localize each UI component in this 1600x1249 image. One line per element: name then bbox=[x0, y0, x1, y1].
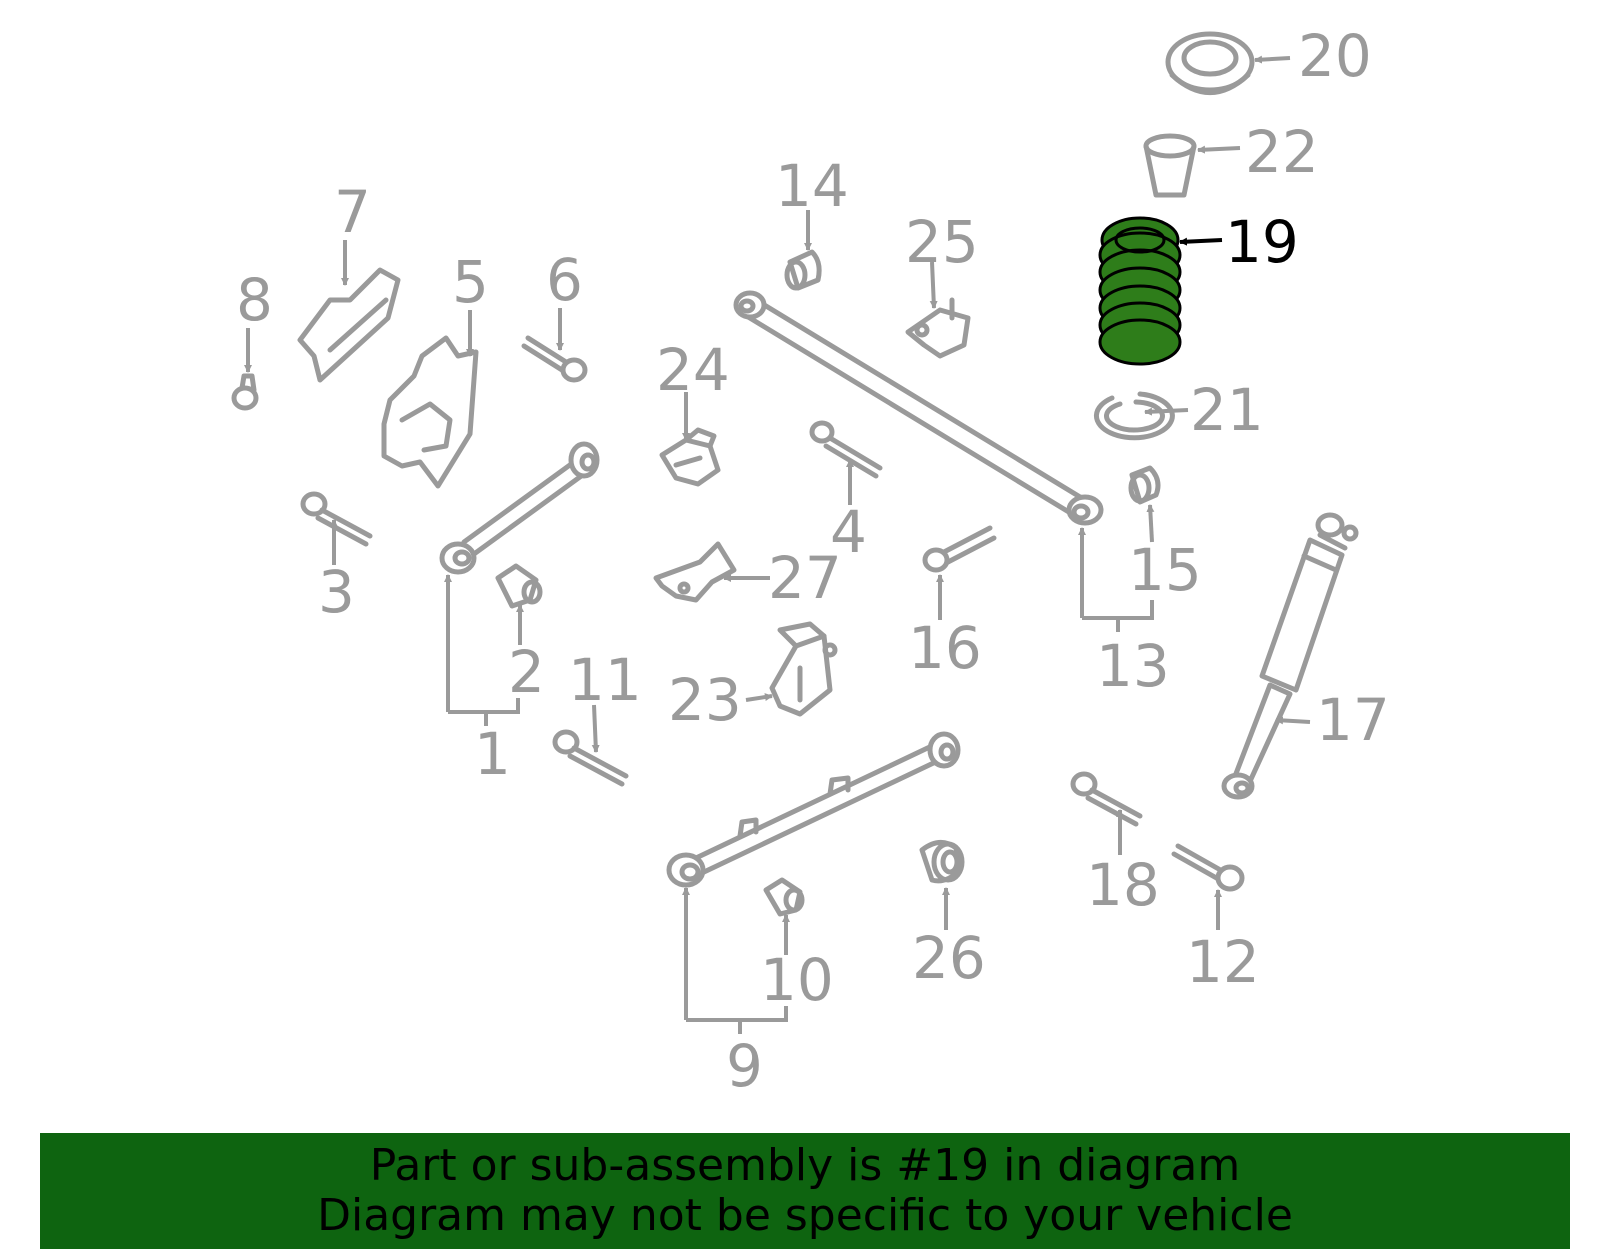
label-9: 9 bbox=[726, 1032, 763, 1100]
part-2-bushing[interactable] bbox=[495, 563, 543, 609]
part-23-bracket[interactable] bbox=[769, 621, 838, 717]
part-22-bump-stop[interactable] bbox=[1143, 133, 1197, 198]
leader-11 bbox=[591, 704, 600, 753]
part-4-bolt[interactable] bbox=[809, 420, 883, 479]
part-14-bushing[interactable] bbox=[784, 249, 822, 291]
label-23: 23 bbox=[668, 666, 742, 734]
label-8: 8 bbox=[236, 266, 273, 334]
label-15: 15 bbox=[1128, 536, 1202, 604]
part-11-bolt[interactable] bbox=[552, 729, 629, 787]
label-25: 25 bbox=[905, 208, 979, 276]
leader-20 bbox=[1254, 55, 1291, 64]
label-13: 13 bbox=[1096, 632, 1170, 700]
leader-15 bbox=[1146, 504, 1155, 543]
part-26-bushing[interactable] bbox=[919, 840, 965, 884]
part-5-bracket[interactable] bbox=[381, 335, 479, 489]
part-8-clip[interactable] bbox=[231, 373, 259, 411]
label-4: 4 bbox=[830, 498, 867, 566]
leader-9b bbox=[686, 1006, 788, 1022]
leader-19 bbox=[1179, 237, 1223, 246]
label-16: 16 bbox=[908, 614, 982, 682]
label-6: 6 bbox=[546, 246, 583, 314]
label-12: 12 bbox=[1186, 928, 1260, 996]
label-17: 17 bbox=[1316, 686, 1390, 754]
label-10: 10 bbox=[760, 946, 834, 1014]
label-22: 22 bbox=[1245, 118, 1319, 186]
info-banner: Part or sub-assembly is #19 in diagram D… bbox=[40, 1133, 1570, 1249]
part-18-bolt[interactable] bbox=[1070, 771, 1143, 827]
part-10-bushing[interactable] bbox=[763, 877, 805, 917]
label-26: 26 bbox=[912, 924, 986, 992]
leader-1b bbox=[448, 698, 520, 714]
part-12-bolt[interactable] bbox=[1171, 843, 1245, 892]
part-20-spring-seat[interactable] bbox=[1165, 31, 1255, 95]
label-21: 21 bbox=[1190, 376, 1264, 444]
part-7-shield[interactable] bbox=[297, 267, 401, 383]
part-16-bolt[interactable] bbox=[922, 525, 997, 573]
banner-line-1: Part or sub-assembly is #19 in diagram bbox=[369, 1140, 1241, 1191]
part-15-bushing[interactable] bbox=[1128, 465, 1161, 505]
banner-line-2: Diagram may not be specific to your vehi… bbox=[317, 1190, 1293, 1241]
label-2: 2 bbox=[508, 638, 545, 706]
label-11: 11 bbox=[568, 646, 642, 714]
part-24-sensor[interactable] bbox=[659, 427, 721, 487]
label-20: 20 bbox=[1298, 22, 1372, 90]
leader-13b bbox=[1082, 600, 1154, 620]
part-6-bolt[interactable] bbox=[521, 335, 588, 383]
label-18: 18 bbox=[1086, 851, 1160, 919]
label-7: 7 bbox=[334, 178, 371, 246]
leader-23 bbox=[745, 693, 773, 702]
part-21-ring[interactable] bbox=[1093, 391, 1175, 441]
label-14: 14 bbox=[775, 152, 849, 220]
label-5: 5 bbox=[452, 248, 489, 316]
label-3: 3 bbox=[318, 558, 355, 626]
label-24: 24 bbox=[656, 336, 730, 404]
parts-diagram: 20 22 19 21 13 15 bbox=[231, 22, 1390, 1100]
part-17-shock-absorber[interactable] bbox=[1221, 512, 1359, 800]
leader-17 bbox=[1275, 716, 1311, 725]
part-13-lateral-link[interactable] bbox=[733, 290, 1104, 526]
label-19: 19 bbox=[1225, 208, 1299, 276]
part-25-sensor[interactable] bbox=[905, 297, 971, 359]
part-27-bracket[interactable] bbox=[653, 541, 737, 603]
label-1: 1 bbox=[474, 720, 511, 788]
part-1-trailing-arm[interactable] bbox=[439, 441, 600, 575]
part-9-lower-link[interactable] bbox=[666, 731, 961, 888]
leader-21 bbox=[1144, 407, 1189, 416]
leader-25 bbox=[929, 261, 938, 309]
label-27: 27 bbox=[768, 544, 842, 612]
part-3-bolt[interactable] bbox=[300, 491, 373, 547]
part-19-coil-spring[interactable] bbox=[1098, 216, 1182, 366]
leader-22 bbox=[1197, 145, 1241, 154]
